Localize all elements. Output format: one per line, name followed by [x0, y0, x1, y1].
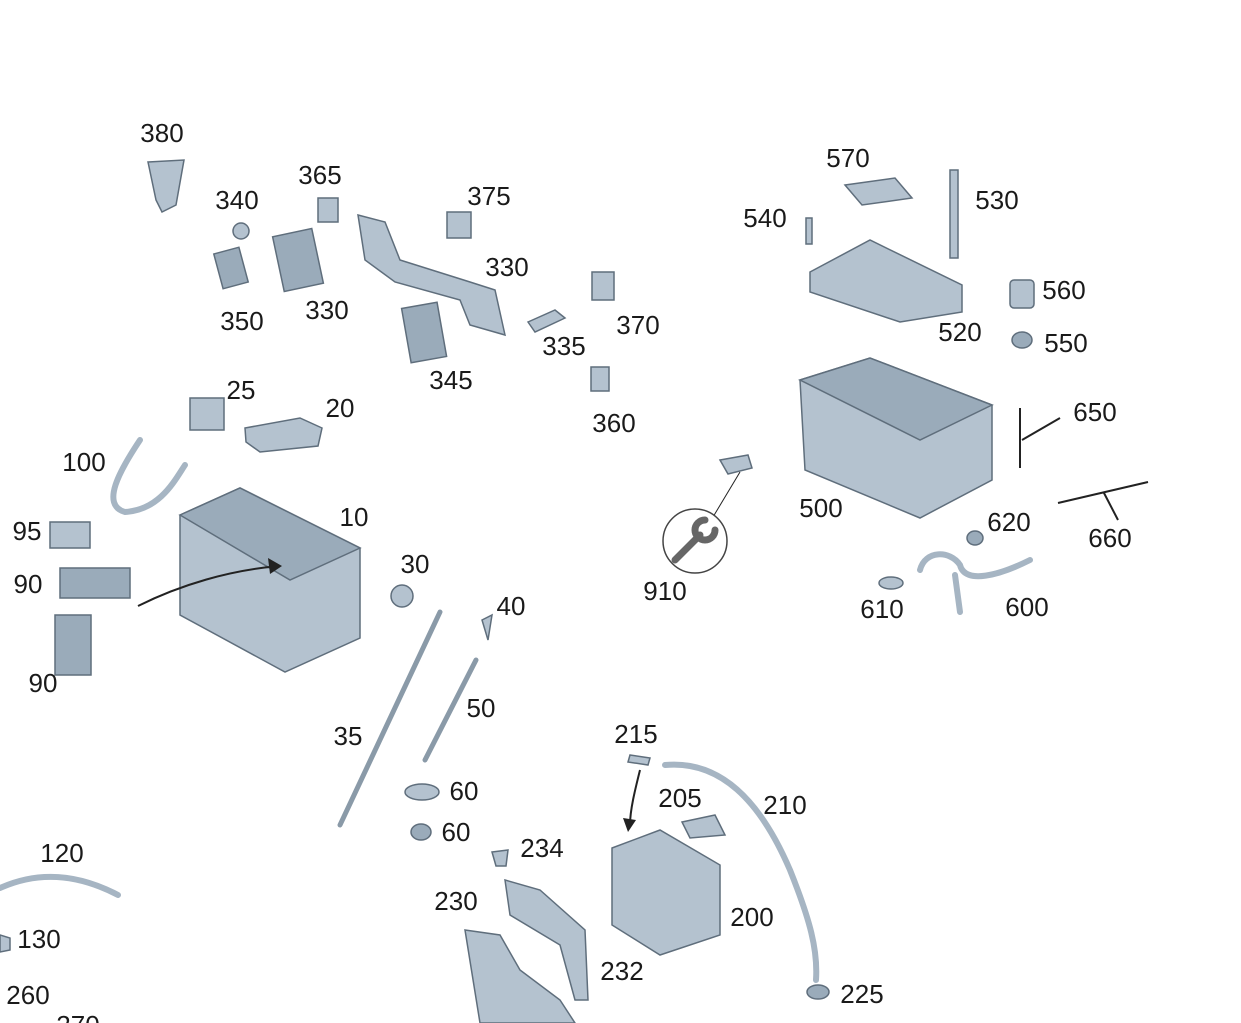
part-234 — [491, 849, 509, 867]
callout-570: 570 — [826, 143, 870, 173]
part-560 — [1009, 279, 1035, 309]
callout-610: 610 — [860, 594, 904, 624]
callout-365: 365 — [298, 160, 342, 190]
callout-230: 230 — [434, 886, 478, 916]
part-215 — [627, 754, 651, 766]
arrow-215 — [629, 769, 641, 826]
part-30 — [390, 584, 414, 608]
part-540 — [805, 217, 813, 245]
callout-650: 650 — [1073, 397, 1117, 427]
part-620 — [966, 530, 984, 546]
leader-650 — [1019, 408, 1061, 468]
callout-120: 120 — [40, 838, 84, 868]
callout-90: 90 — [28, 668, 58, 698]
part-365 — [317, 197, 339, 223]
callout-210: 210 — [763, 790, 807, 820]
callout-200: 200 — [730, 902, 774, 932]
part-50-rod — [422, 657, 479, 763]
part-610 — [878, 576, 904, 590]
part-232 — [504, 878, 589, 1001]
part-20 — [244, 417, 323, 453]
callout-330: 330 — [485, 252, 529, 282]
callout-335: 335 — [542, 331, 586, 361]
part-95 — [49, 521, 91, 549]
part-335 — [526, 309, 567, 333]
callout-660: 660 — [1088, 523, 1132, 553]
callout-20: 20 — [325, 393, 355, 423]
part-550 — [1011, 331, 1033, 349]
part-60-upper — [404, 783, 440, 801]
callout-550: 550 — [1044, 328, 1088, 358]
callout-520: 520 — [938, 317, 982, 347]
callout-270: 270 — [56, 1012, 99, 1023]
callout-95: 95 — [12, 516, 42, 546]
callout-40: 40 — [496, 591, 526, 621]
part-90-lower — [54, 614, 92, 676]
callout-375: 375 — [467, 181, 511, 211]
part-100-cable — [110, 437, 188, 516]
callout-50: 50 — [466, 693, 496, 723]
part-600-hose — [917, 551, 1033, 615]
part-330-left — [271, 227, 325, 293]
callout-910: 910 — [643, 576, 687, 606]
part-120-cable — [0, 873, 121, 898]
part-210-cable — [662, 761, 820, 983]
part-130 — [0, 934, 11, 953]
callout-10: 10 — [339, 502, 369, 532]
part-500-top — [798, 357, 994, 441]
callout-500: 500 — [799, 493, 843, 523]
part-200-battery — [611, 829, 721, 956]
callout-540: 540 — [743, 203, 787, 233]
callout-350: 350 — [220, 306, 264, 336]
part-530 — [949, 169, 959, 259]
callout-90: 90 — [13, 569, 43, 599]
part-520 — [809, 239, 963, 323]
part-370 — [591, 271, 615, 301]
callout-130: 130 — [17, 924, 61, 954]
callout-30: 30 — [400, 549, 430, 579]
part-60-lower — [410, 823, 432, 841]
callout-100: 100 — [62, 447, 106, 477]
part-25 — [189, 397, 225, 431]
callout-380: 380 — [140, 118, 184, 148]
callout-205: 205 — [658, 783, 702, 813]
part-10-top — [178, 487, 362, 581]
part-910-plug — [718, 454, 753, 475]
callout-234: 234 — [520, 833, 564, 863]
callout-260: 260 — [6, 980, 50, 1010]
callout-340: 340 — [215, 185, 259, 215]
part-345 — [400, 301, 448, 364]
callout-60: 60 — [449, 776, 479, 806]
part-35-rod — [337, 609, 443, 828]
callout-35: 35 — [333, 721, 363, 751]
part-570 — [843, 177, 914, 206]
part-225 — [806, 984, 830, 1000]
part-340 — [232, 222, 250, 240]
part-380 — [147, 159, 185, 214]
part-330-harness — [357, 213, 507, 337]
callout-360: 360 — [592, 408, 636, 438]
part-90-upper — [59, 567, 131, 599]
callout-600: 600 — [1005, 592, 1049, 622]
callout-620: 620 — [987, 507, 1031, 537]
leader-660 — [1057, 481, 1149, 521]
part-350 — [212, 246, 250, 290]
part-230 — [464, 929, 576, 1023]
callout-370: 370 — [616, 310, 660, 340]
callout-25: 25 — [226, 375, 256, 405]
callout-60: 60 — [441, 817, 471, 847]
part-375 — [446, 211, 472, 239]
part-205 — [680, 814, 727, 839]
part-360 — [590, 366, 610, 392]
callout-215: 215 — [614, 719, 658, 749]
callout-232: 232 — [600, 956, 644, 986]
callout-345: 345 — [429, 365, 473, 395]
callout-330: 330 — [305, 295, 349, 325]
callout-530: 530 — [975, 185, 1019, 215]
arrow-to-battery — [137, 565, 281, 607]
part-40 — [481, 613, 493, 641]
callout-225: 225 — [840, 979, 884, 1009]
callout-560: 560 — [1042, 275, 1086, 305]
